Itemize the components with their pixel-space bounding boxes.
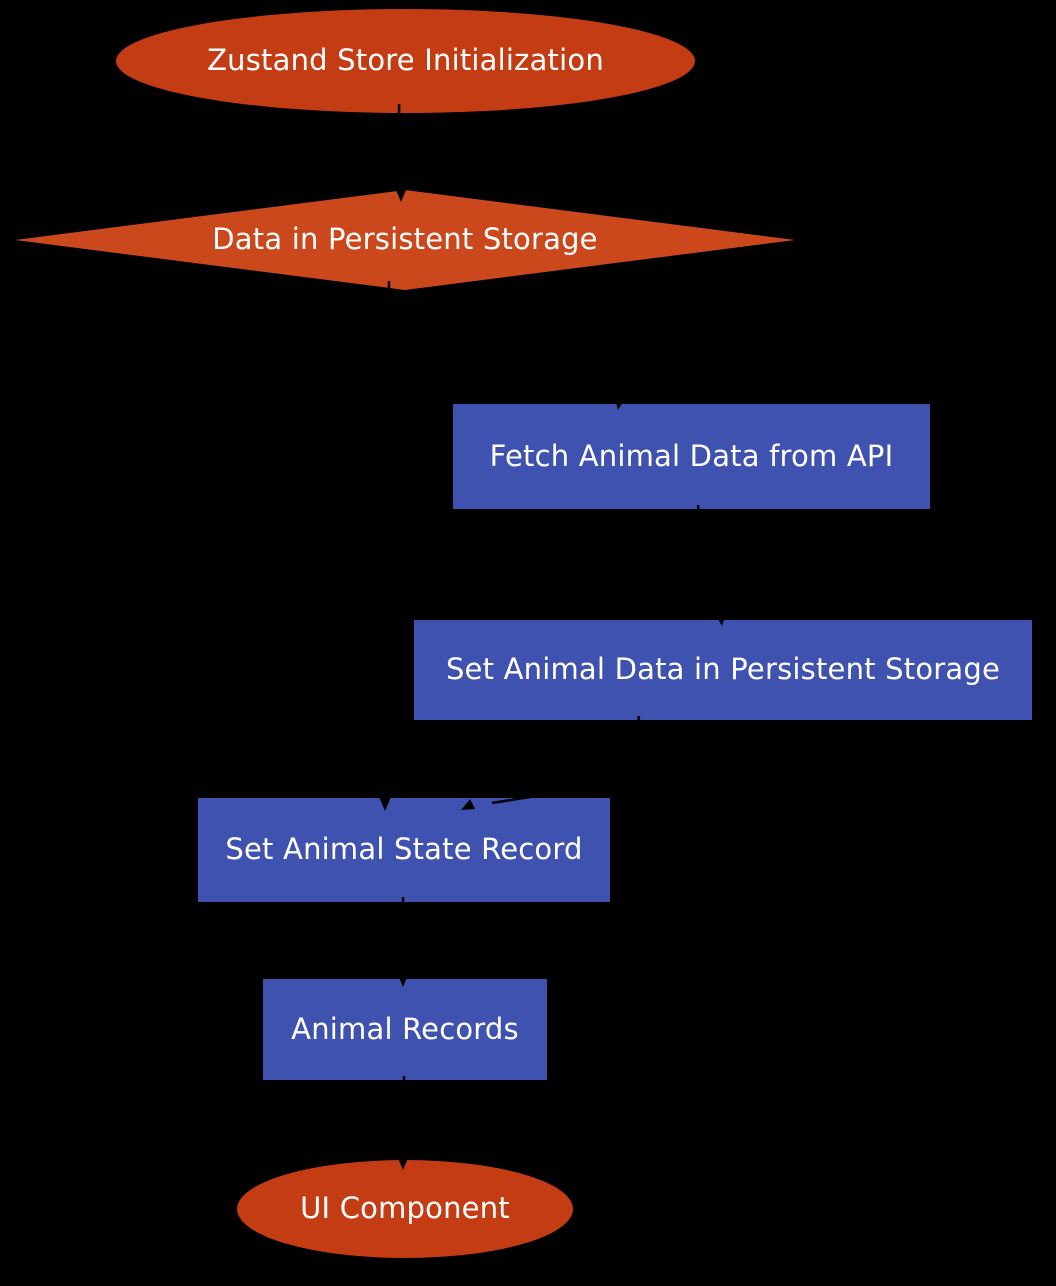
node-label: Fetch Animal Data from API	[489, 438, 894, 473]
node-label: Set Animal Data in Persistent Storage	[445, 652, 1001, 687]
node-label: Set Animal State Record	[225, 832, 583, 867]
node-label: Data in Persistent Storage	[212, 222, 598, 257]
edge-decision-to-setstate	[384, 280, 391, 798]
node-decision-persistent-storage: Data in Persistent Storage	[15, 190, 795, 290]
edge-decision-to-fetch	[619, 255, 781, 398]
edge-start-to-decision	[397, 103, 403, 190]
node-process-set-persistent-data: Set Animal Data in Persistent Storage	[414, 620, 1032, 720]
node-process-fetch-api: Fetch Animal Data from API	[453, 404, 930, 509]
edge-fetch-to-setdata	[696, 504, 723, 614]
node-process-animal-records: Animal Records	[263, 979, 547, 1080]
node-label: UI Component	[300, 1191, 510, 1226]
node-process-set-state-record: Set Animal State Record	[198, 798, 610, 902]
edge-setdata-to-setstate	[491, 715, 641, 805]
node-ui-component-terminal: UI Component	[237, 1160, 573, 1258]
node-label: Zustand Store Initialization	[207, 43, 604, 78]
node-label: Animal Records	[291, 1011, 519, 1046]
node-start-terminal: Zustand Store Initialization	[116, 9, 695, 113]
